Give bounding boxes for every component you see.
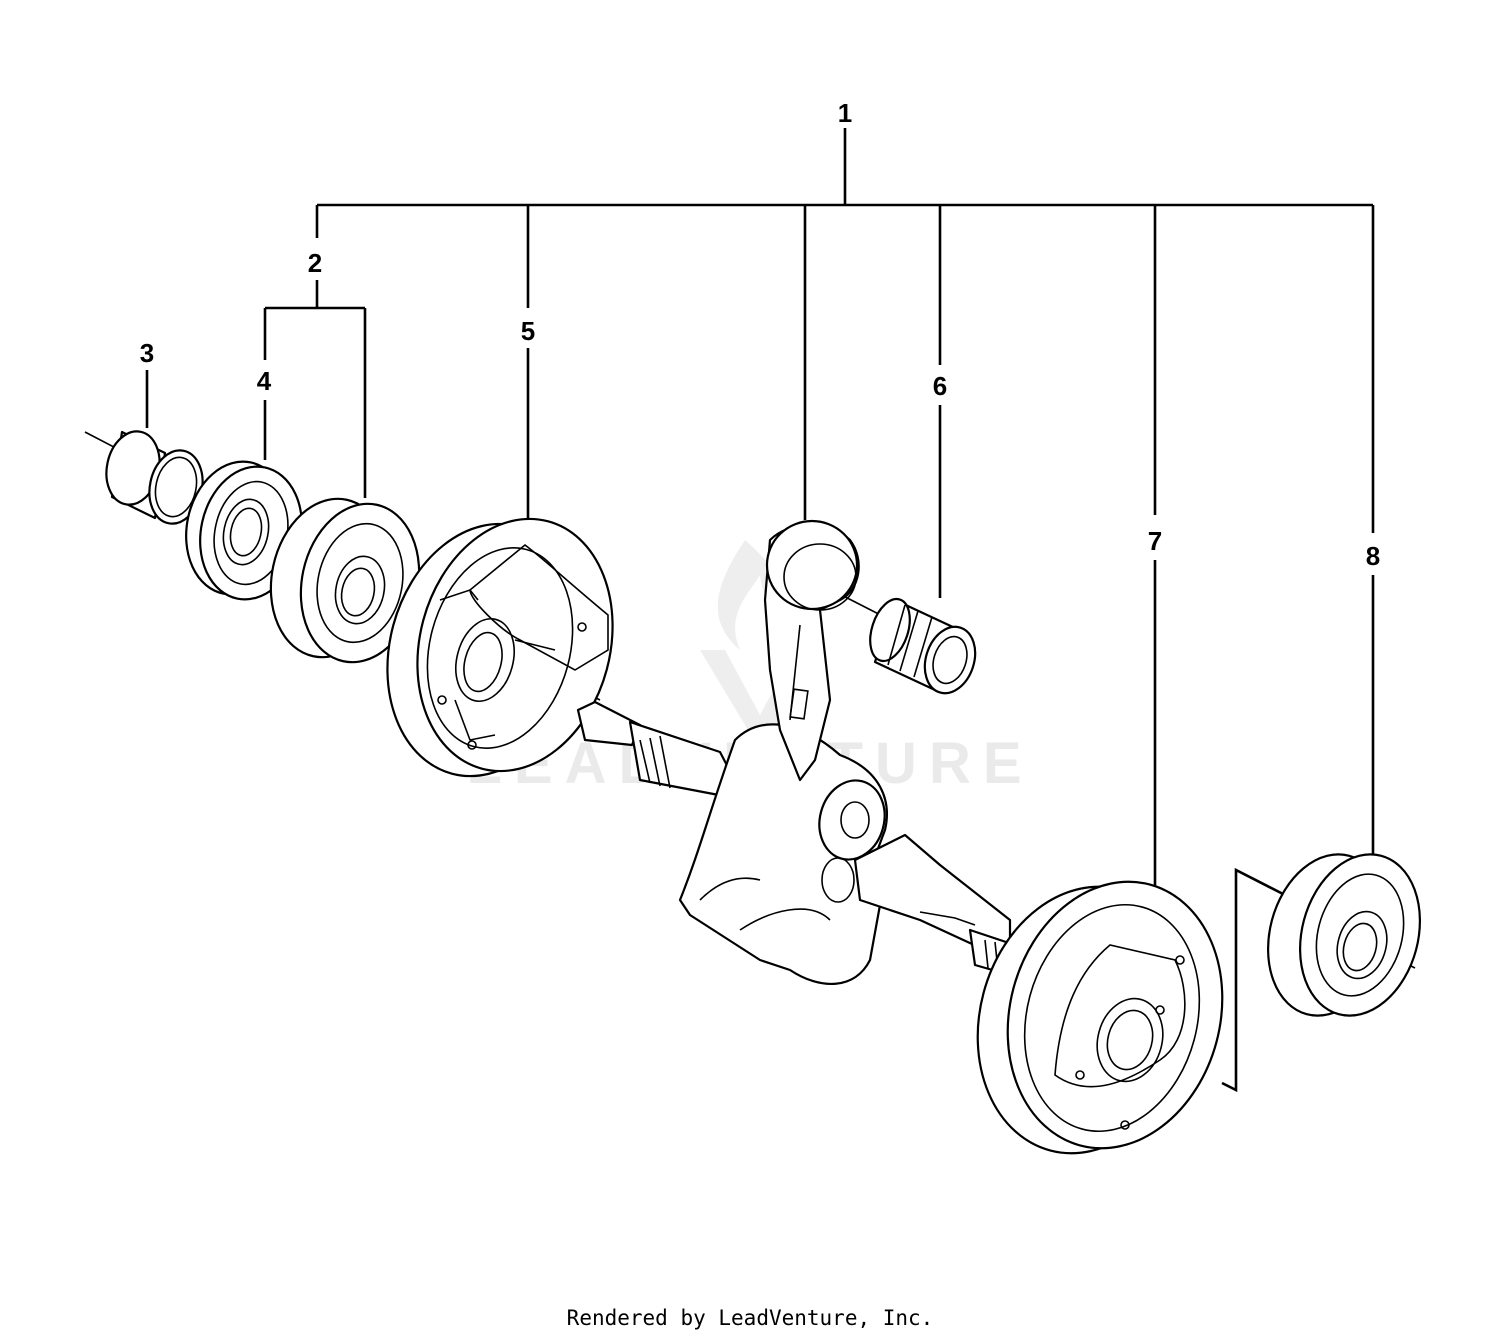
callout-5: 5 (521, 316, 535, 346)
part-3-sleeve (105, 430, 204, 525)
part-5-crank-half (386, 517, 614, 778)
part-8-ball-bearing (1266, 853, 1422, 1017)
part-2-ball-bearing (269, 497, 421, 664)
callout-1: 1 (838, 98, 852, 128)
footer-credit: Rendered by LeadVenture, Inc. (566, 1306, 934, 1330)
callout-leader-lines (145, 128, 1375, 1093)
callout-7: 7 (1148, 526, 1162, 556)
callout-6: 6 (933, 371, 947, 401)
connecting-rod (763, 519, 860, 782)
part-6-needle-bearing (869, 597, 977, 695)
callout-3: 3 (140, 338, 154, 368)
callout-2: 2 (308, 248, 322, 278)
callout-4: 4 (257, 366, 272, 396)
crank-shaft-left (576, 700, 747, 802)
part-7-crank-half (976, 880, 1224, 1155)
callout-labels: 1 2 3 4 5 6 7 8 (140, 98, 1380, 571)
callout-8: 8 (1366, 541, 1380, 571)
